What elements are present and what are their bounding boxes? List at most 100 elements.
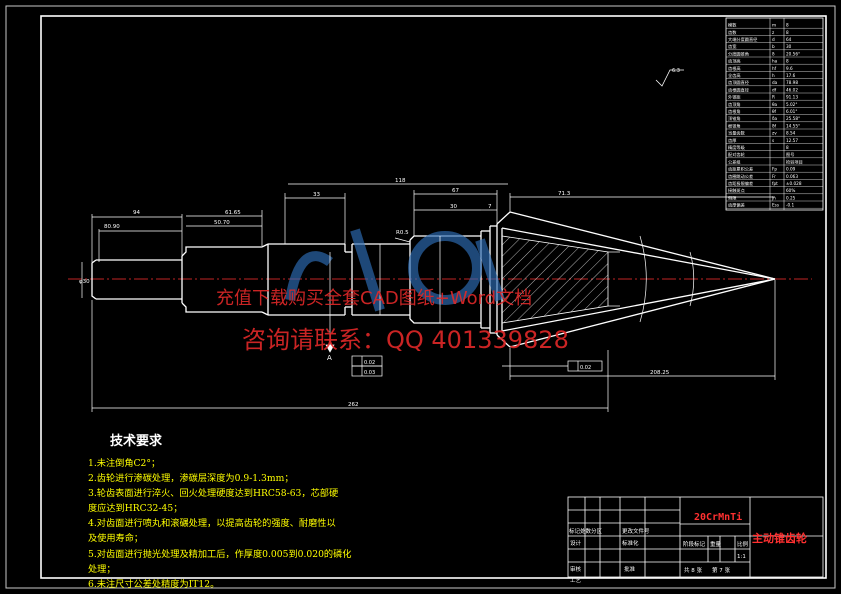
dimension-texts: 94 80.90 61.65 50.70 33 118 67 30 7 71.3…	[79, 178, 670, 408]
table-cell-sym: δ	[772, 51, 775, 56]
table-cell-label: 齿厚	[728, 138, 736, 144]
watermark-line-2: 咨询请联系：QQ 401339828	[242, 326, 569, 354]
table-cell-sym: zv	[772, 131, 777, 136]
dim-r: R0.5	[396, 230, 409, 236]
tech-item: 处理；	[88, 563, 116, 575]
table-cell-label: 精度等级	[728, 144, 746, 151]
tech-item: 1.未注倒角C2°；	[88, 458, 161, 469]
table-cell-sym: δf	[772, 123, 777, 128]
tech-item: 度应达到HRC32-45；	[88, 503, 183, 515]
dim-20825: 208.25	[650, 370, 670, 376]
table-cell-sym: Fp	[772, 167, 777, 172]
tech-requirements-title: 技术要求	[110, 434, 163, 449]
dim-67: 67	[452, 188, 459, 194]
tech-item: 及使用寿命；	[88, 533, 144, 545]
dim-6145: 61.65	[225, 210, 241, 216]
table-cell-sym: b	[772, 44, 775, 49]
table-cell-val: 9.6	[786, 66, 793, 71]
datum-label: A	[327, 354, 332, 362]
table-cell-sym: Fr	[772, 174, 776, 179]
table-cell-label: 齿圈跳动公差	[728, 173, 753, 180]
table-cell-val: 0.09	[786, 167, 796, 172]
table-cell-val: 30	[786, 44, 792, 49]
dim-118: 118	[395, 178, 406, 184]
tb-c7: 批准	[624, 565, 636, 573]
part-name: 主动锥齿轮	[752, 532, 807, 545]
table-cell-val: 64	[786, 37, 792, 42]
table-cell-sym: fpt	[772, 181, 778, 186]
roughness-symbol	[655, 69, 684, 87]
tb-c11: 1:1	[737, 554, 746, 560]
table-cell-label: 根锥角	[728, 122, 741, 129]
tb-c4: 标准化	[622, 539, 639, 547]
table-cell-val: 8	[786, 30, 789, 35]
table-cell-val: 78.98	[786, 80, 798, 85]
table-cell-val: ±0.028	[786, 181, 802, 186]
dim-7: 7	[488, 204, 492, 210]
table-cell-val: 8	[786, 23, 789, 28]
table-cell-sym: s	[772, 138, 774, 143]
dim-262: 262	[348, 402, 359, 408]
table-cell-label: 齿距极限偏差	[728, 180, 753, 187]
table-cell-label: 齿顶圆直径	[728, 79, 749, 86]
table-cell-sym: jn	[771, 195, 776, 200]
table-cell-label: 齿距累积公差	[728, 166, 753, 173]
tb-c9: 重量	[710, 540, 722, 548]
table-cell-sym: h	[772, 73, 775, 78]
table-cell-label: 配对齿轮	[728, 151, 746, 158]
table-cell-label: 齿厚偏差	[728, 202, 745, 209]
tb-c1: 标记处数分区	[569, 527, 603, 535]
title-block-texts: 标记处数分区 更改文件号 设计 标准化 审核 工艺 批准 阶段标记 重量 比例 …	[569, 527, 749, 584]
table-cell-sym: da	[772, 80, 778, 85]
table-cell-sym: m	[772, 23, 776, 28]
tb-c6: 工艺	[570, 577, 582, 584]
angle-arcs	[608, 235, 694, 323]
table-cell-label: 大端分度圆直径	[728, 36, 757, 43]
tolerance-frames	[325, 306, 603, 377]
table-cell-sym: θa	[772, 102, 778, 107]
table-cell-val: 图号	[786, 152, 794, 158]
table-cell-val: 0.25	[786, 195, 796, 200]
table-cell-label: 侧隙	[728, 194, 737, 201]
tb-c12: 共 8 张	[684, 566, 702, 574]
tech-item: 3.轮齿表面进行淬火、回火处理硬度达到HRC58-63，芯部硬	[88, 488, 339, 500]
table-cell-label: 全齿高	[728, 72, 741, 79]
table-cell-val: 60%	[786, 188, 795, 193]
dim-94: 94	[133, 210, 140, 216]
tb-c3: 设计	[570, 539, 582, 547]
table-cell-val: 8	[786, 59, 789, 64]
table-cell-label: 齿根高	[728, 65, 741, 72]
dim-33: 33	[313, 192, 320, 198]
table-cell-label: 齿数	[728, 29, 737, 36]
table-cell-val: 12.57	[786, 138, 798, 143]
table-cell-sym: δa	[772, 116, 778, 121]
dim-5070: 50.70	[214, 220, 230, 226]
table-cell-sym: θf	[772, 109, 777, 114]
table-cell-label: 外锥距	[728, 94, 741, 101]
dim-80: 80.90	[104, 224, 120, 230]
dim-30: 30	[450, 204, 457, 210]
table-cell-sym: ha	[772, 59, 778, 64]
tb-c8: 阶段标记	[683, 540, 706, 548]
table-cell-val: 20.56°	[786, 51, 800, 56]
table-cell-label: 齿根圆直径	[728, 86, 749, 93]
table-cell-val: 检验项目	[786, 158, 803, 165]
dim-phi: φ30	[79, 279, 90, 285]
table-cell-val: 0.063	[786, 174, 798, 179]
dimension-lines	[81, 183, 776, 412]
table-cell-val: 17.6	[786, 73, 796, 78]
table-cell-val: 14.55°	[786, 123, 800, 128]
roughness-label: 6.3	[672, 68, 680, 74]
tech-requirements-list: 1.未注倒角C2°； 2.齿轮进行渗碳处理，渗碳层深度为0.9-1.3mm； 3…	[88, 456, 408, 592]
table-cell-sym: hf	[772, 66, 777, 71]
tb-c5: 审核	[570, 565, 582, 573]
inner-frame	[40, 15, 827, 579]
table-cell-val: 8.54	[786, 131, 796, 136]
table-cell-label: 分度圆锥角	[728, 50, 749, 57]
tb-c2: 更改文件号	[622, 527, 650, 535]
title-block	[567, 496, 824, 578]
table-cell-sym: Ess	[772, 203, 779, 208]
